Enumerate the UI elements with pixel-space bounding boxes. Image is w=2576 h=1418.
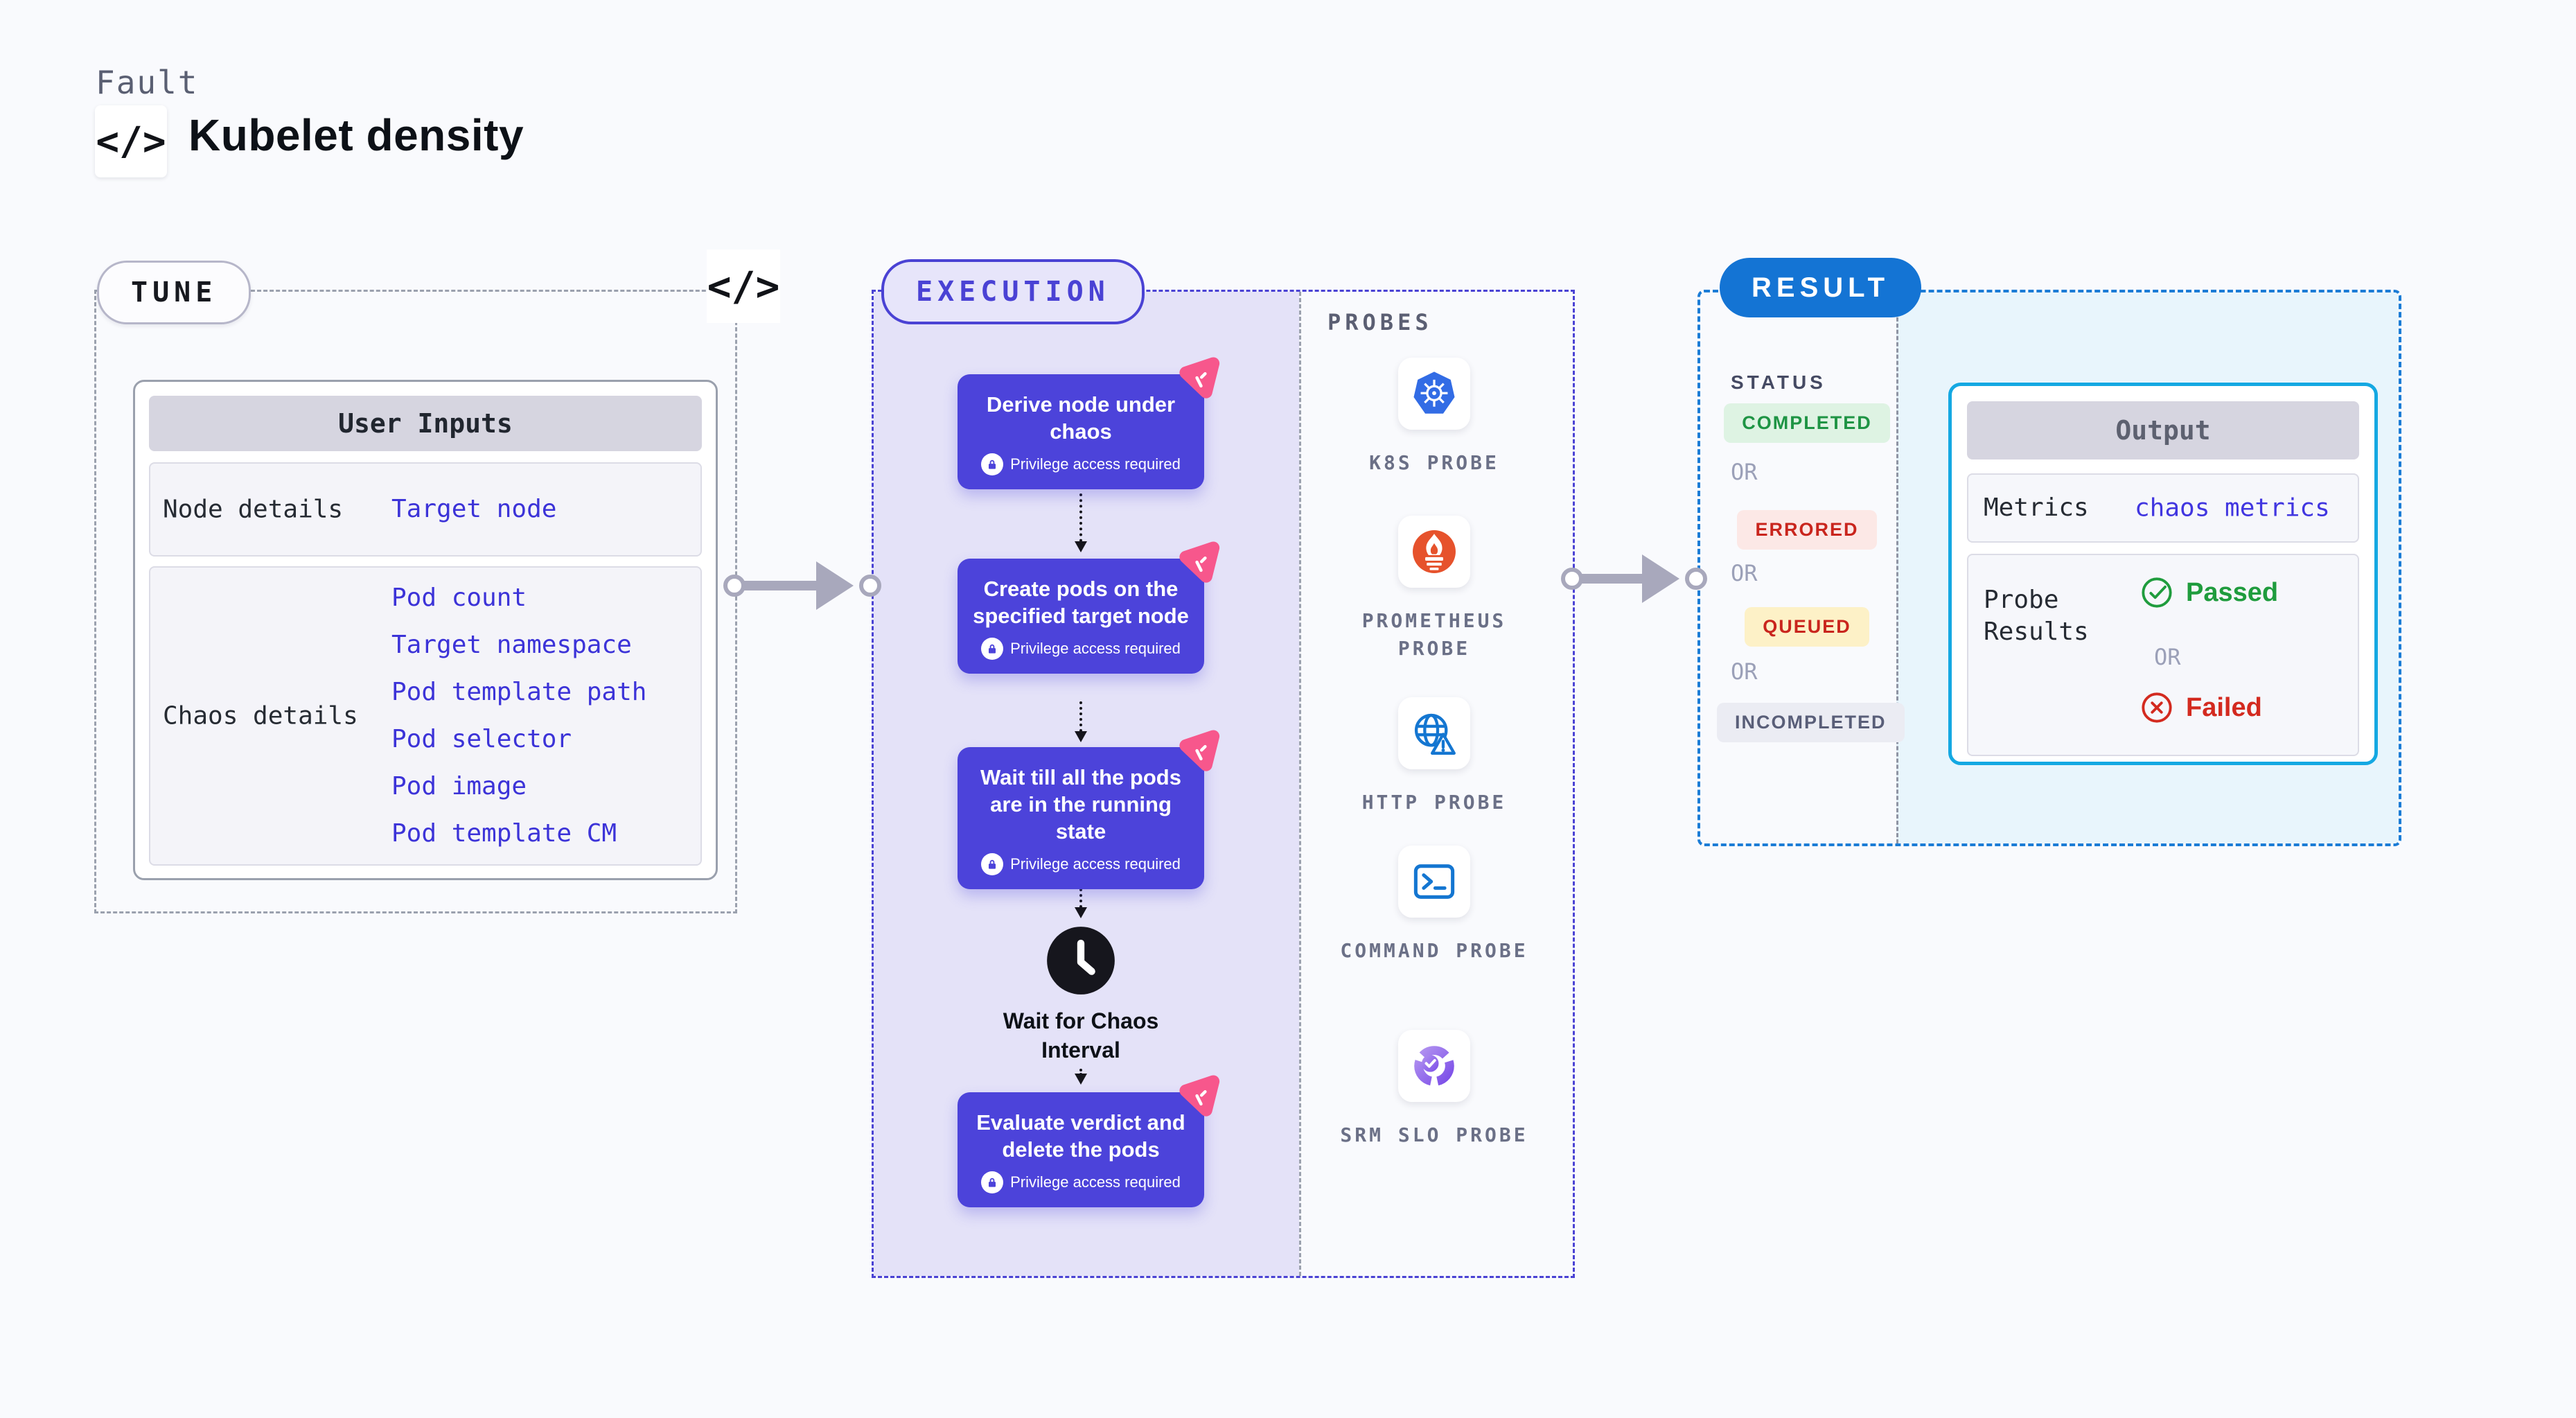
passed-verdict: Passed bbox=[2140, 576, 2278, 609]
metrics-label: Metrics bbox=[1984, 493, 2089, 522]
chaos-scenario-icon bbox=[1179, 541, 1220, 583]
srm-slo-icon bbox=[1414, 1046, 1454, 1086]
target-namespace-link[interactable]: Target namespace bbox=[391, 631, 632, 659]
lock-icon bbox=[981, 1171, 1004, 1194]
srm-slo-probe-label: SRM SLO PROBE bbox=[1340, 1123, 1528, 1146]
probe-results-label: Probe Results bbox=[1984, 586, 2089, 646]
code-icon-glyph: </> bbox=[707, 263, 780, 310]
chaos-details-row: Chaos details Pod count Target namespace… bbox=[149, 566, 702, 866]
chaos-metrics-link[interactable]: chaos metrics bbox=[2135, 493, 2330, 523]
http-probe-card bbox=[1398, 697, 1470, 769]
tune-pill: TUNE bbox=[97, 261, 252, 324]
execution-probes-divider bbox=[1299, 292, 1301, 1276]
clock-icon bbox=[1045, 925, 1117, 997]
step-title: Evaluate verdict and delete the pods bbox=[976, 1110, 1185, 1162]
tune-code-icon: </> bbox=[707, 250, 780, 323]
tune-section-box bbox=[94, 290, 737, 913]
x-circle-icon bbox=[2142, 692, 2172, 723]
pod-selector-link[interactable]: Pod selector bbox=[391, 725, 572, 753]
privilege-note: Privilege access required bbox=[1010, 640, 1181, 658]
chaos-scenario-icon bbox=[1179, 730, 1220, 771]
step-create-pods: Create pods on the specified target node… bbox=[958, 541, 1220, 674]
privilege-note: Privilege access required bbox=[1010, 1173, 1181, 1191]
terminal-icon bbox=[1413, 864, 1455, 899]
pod-image-link[interactable]: Pod image bbox=[391, 772, 527, 800]
user-inputs-card: User Inputs Node details Target node Cha… bbox=[133, 380, 718, 880]
prometheus-probe-card bbox=[1398, 516, 1470, 588]
user-inputs-header: User Inputs bbox=[149, 396, 702, 451]
status-badge: QUEUED bbox=[1717, 607, 1897, 647]
command-probe-card bbox=[1398, 846, 1470, 918]
pod-template-cm-link[interactable]: Pod template CM bbox=[391, 819, 617, 848]
target-node-link[interactable]: Target node bbox=[391, 495, 557, 523]
or-label: OR bbox=[1731, 459, 1758, 485]
chaos-details-label: Chaos details bbox=[163, 701, 358, 730]
step-title: Wait till all the pods are in the runnin… bbox=[980, 765, 1181, 844]
step-title: Derive node under chaos bbox=[986, 392, 1176, 444]
status-errored-badge: ERRORED bbox=[1737, 510, 1877, 550]
wait-for-chaos-interval-label: Wait for Chaos Interval bbox=[1003, 1008, 1159, 1062]
lock-icon bbox=[981, 853, 1004, 876]
prometheus-icon bbox=[1413, 530, 1456, 573]
code-icon: </> bbox=[95, 105, 167, 177]
fault-eyebrow: Fault bbox=[96, 64, 199, 101]
or-label: OR bbox=[1731, 658, 1758, 685]
check-circle-icon bbox=[2142, 577, 2172, 608]
status-badge: COMPLETED bbox=[1717, 403, 1897, 443]
code-icon-glyph: </> bbox=[96, 119, 166, 164]
pod-template-path-link[interactable]: Pod template path bbox=[391, 678, 647, 706]
status-badge: INCOMPLETED bbox=[1717, 703, 1905, 742]
srm-slo-probe-card bbox=[1398, 1030, 1470, 1102]
pod-count-link[interactable]: Pod count bbox=[391, 584, 527, 612]
chaos-scenario-icon bbox=[1179, 1075, 1220, 1117]
k8s-probe-label: K8S PROBE bbox=[1369, 451, 1499, 474]
probe-results-row: Probe Results Passed OR Failed bbox=[1967, 554, 2359, 756]
output-header: Output bbox=[1967, 401, 2359, 459]
result-pill: RESULT bbox=[1720, 258, 1922, 317]
step-evaluate-verdict: Evaluate verdict and delete the pods Pri… bbox=[958, 1075, 1220, 1208]
k8s-icon bbox=[1413, 371, 1455, 414]
http-globe-warning-icon bbox=[1414, 713, 1456, 755]
privilege-note: Privilege access required bbox=[1010, 455, 1181, 473]
command-probe-label: COMMAND PROBE bbox=[1340, 939, 1528, 962]
status-completed-badge: COMPLETED bbox=[1724, 403, 1890, 443]
step-derive-node: Derive node under chaos Privilege access… bbox=[958, 357, 1220, 490]
prometheus-probe-label: PROMETHEUS PROBE bbox=[1361, 609, 1507, 660]
chaos-scenario-icon bbox=[1179, 357, 1220, 399]
status-badge: ERRORED bbox=[1717, 510, 1897, 550]
privilege-note: Privilege access required bbox=[1010, 855, 1181, 873]
status-incompleted-badge: INCOMPLETED bbox=[1717, 703, 1905, 742]
lock-icon bbox=[981, 453, 1004, 476]
or-label: OR bbox=[1731, 560, 1758, 586]
node-details-row: Node details Target node bbox=[149, 462, 702, 557]
or-label: OR bbox=[2154, 644, 2181, 670]
page-title: Kubelet density bbox=[188, 110, 524, 160]
status-queued-badge: QUEUED bbox=[1745, 607, 1869, 647]
execution-pill: EXECUTION bbox=[881, 259, 1145, 324]
status-heading: STATUS bbox=[1731, 371, 1826, 393]
step-title: Create pods on the specified target node bbox=[973, 577, 1189, 629]
k8s-probe-card bbox=[1398, 358, 1470, 430]
metrics-row: Metrics chaos metrics bbox=[1967, 473, 2359, 543]
step-wait-pods-running: Wait till all the pods are in the runnin… bbox=[958, 730, 1220, 890]
failed-verdict: Failed bbox=[2140, 691, 2262, 724]
output-card: Output Metrics chaos metrics Probe Resul… bbox=[1948, 383, 2378, 765]
lock-icon bbox=[981, 638, 1004, 660]
step-connector bbox=[1075, 493, 1087, 552]
probes-heading: PROBES bbox=[1327, 309, 1433, 335]
node-details-label: Node details bbox=[163, 495, 344, 524]
step-connector bbox=[1075, 1069, 1087, 1085]
step-connector bbox=[1075, 877, 1087, 918]
step-connector bbox=[1075, 701, 1087, 742]
status-output-divider bbox=[1896, 292, 1898, 843]
http-probe-label: HTTP PROBE bbox=[1361, 791, 1507, 814]
